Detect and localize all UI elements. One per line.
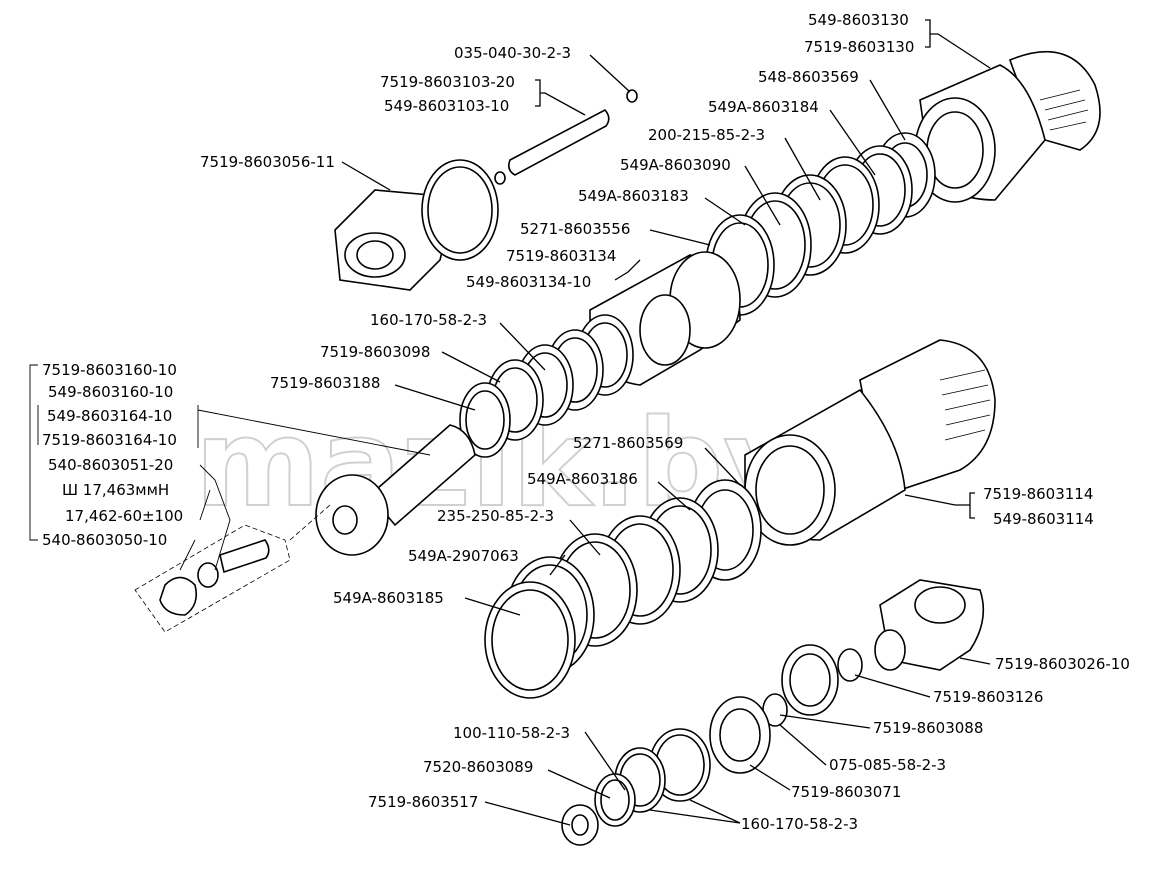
part-label: 7519-8603126 — [933, 688, 1043, 706]
part-label: 7519-8603088 — [873, 719, 983, 737]
part-label: 5271-8603569 — [573, 434, 683, 452]
part-label: 7519-8603160-10 — [42, 361, 177, 379]
part-label: 5271-8603556 — [520, 220, 630, 238]
barrel-cylinder — [914, 50, 1101, 203]
part-label: 549A-2907063 — [408, 547, 519, 565]
rod-eye-top — [334, 159, 499, 291]
part-label: 7519-8603056-11 — [200, 153, 335, 171]
part-label: 7519-8603134 — [506, 247, 616, 265]
piston-rod — [315, 424, 476, 556]
part-label: 7519-8603188 — [270, 374, 380, 392]
rod-eye-bottom — [781, 579, 985, 716]
part-label: 549A-8603185 — [333, 589, 444, 607]
part-label: 235-250-85-2-3 — [437, 507, 554, 525]
part-labels: 549-8603130 7519-8603130 035-040-30-2-3 … — [42, 11, 1130, 833]
leader-lines — [29, 19, 991, 826]
part-label: 200-215-85-2-3 — [648, 126, 765, 144]
part-label: 160-170-58-2-3 — [370, 311, 487, 329]
small-parts-left — [134, 504, 331, 633]
part-label: 075-085-58-2-3 — [829, 756, 946, 774]
cylinder-body — [744, 339, 996, 546]
part-label: 7519-8603517 — [368, 793, 478, 811]
part-label: 035-040-30-2-3 — [454, 44, 571, 62]
part-label: 7519-8603071 — [791, 783, 901, 801]
part-label: 7519-8603114 — [983, 485, 1093, 503]
middle-seal-rings — [459, 314, 634, 458]
part-label: 549A-8603184 — [708, 98, 819, 116]
part-label: 549-8603160-10 — [48, 383, 173, 401]
part-label: 540-8603051-20 — [48, 456, 173, 474]
bottom-seal-rings — [561, 693, 788, 846]
part-label: 7519-8603130 — [804, 38, 914, 56]
lower-seal-rings — [484, 479, 762, 699]
part-label: 549-8603164-10 — [47, 407, 172, 425]
pin — [494, 89, 638, 185]
part-label: Ш 17,463ммН — [62, 481, 169, 499]
part-label: 549-8603114 — [993, 510, 1094, 528]
part-label: 7519-8603098 — [320, 343, 430, 361]
part-label: 540-8603050-10 — [42, 531, 167, 549]
part-label: 7520-8603089 — [423, 758, 533, 776]
part-label: 7519-8603026-10 — [995, 655, 1130, 673]
part-label: 17,462-60±100 — [65, 507, 183, 525]
part-label: 7519-8603103-20 — [380, 73, 515, 91]
part-label: 549A-8603090 — [620, 156, 731, 174]
upper-seal-rings — [705, 132, 936, 316]
part-label: 100-110-58-2-3 — [453, 724, 570, 742]
part-label: 7519-8603164-10 — [42, 431, 177, 449]
part-label: 548-8603569 — [758, 68, 859, 86]
part-label: 549A-8603186 — [527, 470, 638, 488]
part-label: 160-170-58-2-3 — [741, 815, 858, 833]
part-label: 549A-8603183 — [578, 187, 689, 205]
part-label: 549-8603130 — [808, 11, 909, 29]
part-label: 549-8603103-10 — [384, 97, 509, 115]
part-label: 549-8603134-10 — [466, 273, 591, 291]
